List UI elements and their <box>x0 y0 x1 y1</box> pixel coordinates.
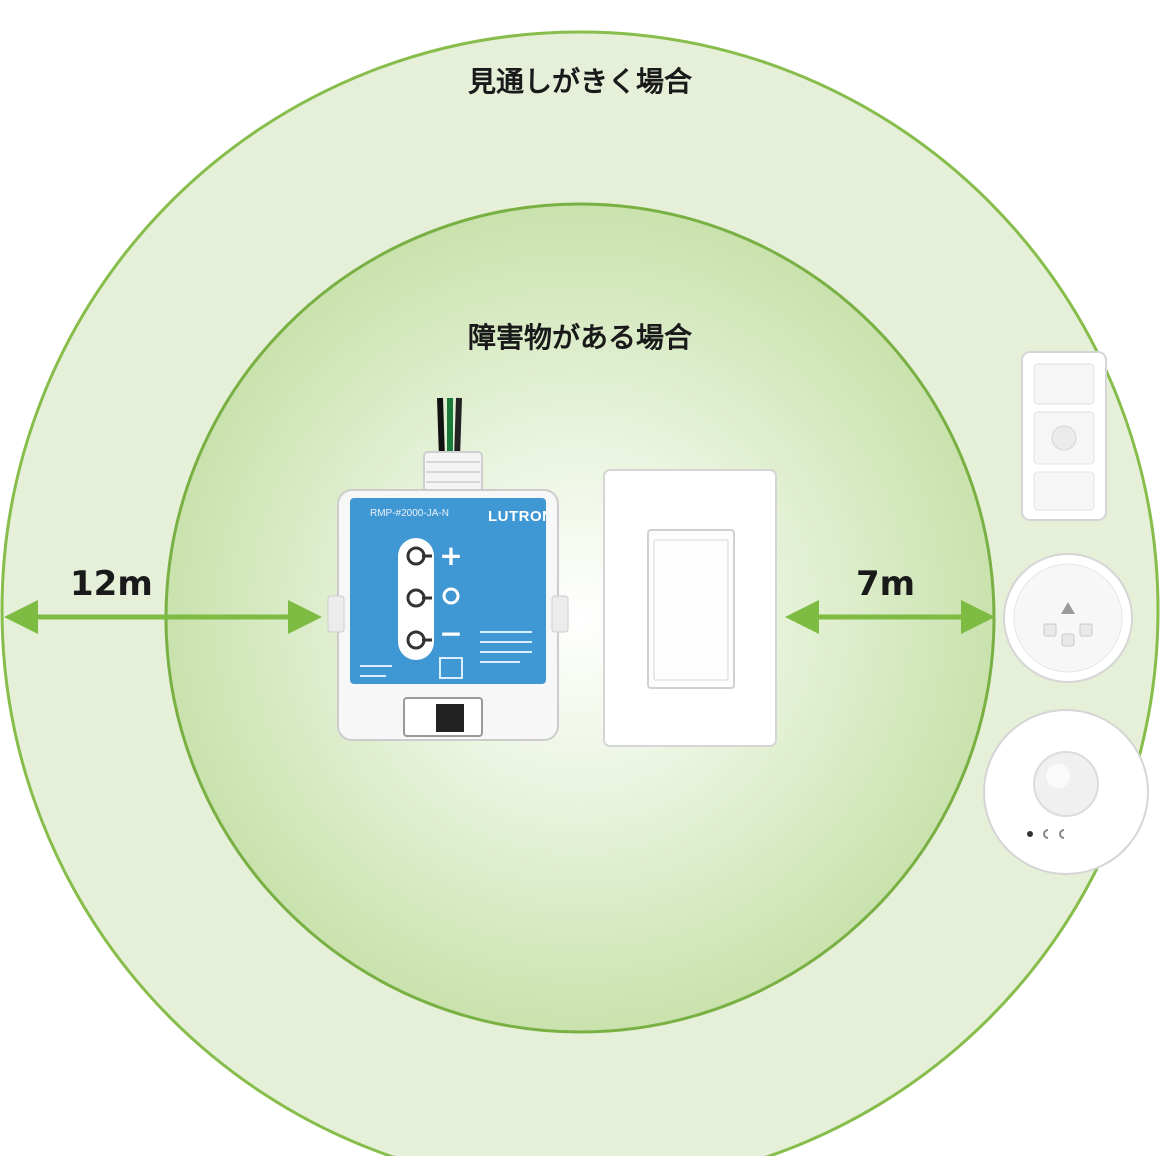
outer-range-label: 見通しがきく場合 <box>467 65 692 98</box>
inner-distance-label: 7m <box>856 564 916 604</box>
ceiling-remote-sensor <box>1003 553 1133 683</box>
wall-dimmer <box>603 469 777 747</box>
module-model-text: RMP-#2000-JA-N <box>370 508 449 519</box>
module-brand-logo: LUTRON <box>488 508 554 525</box>
inner-distance-arrow <box>785 600 995 634</box>
outer-distance-label: 12m <box>70 564 153 604</box>
plus-symbol: + <box>439 539 462 572</box>
pico-remote <box>1021 351 1107 521</box>
occupancy-sensor <box>983 709 1149 875</box>
minus-symbol: − <box>439 617 462 650</box>
circle-symbol <box>442 587 460 605</box>
inner-range-label: 障害物がある場合 <box>467 321 692 354</box>
outer-distance-arrow <box>4 600 322 634</box>
power-module: + − <box>327 397 569 741</box>
